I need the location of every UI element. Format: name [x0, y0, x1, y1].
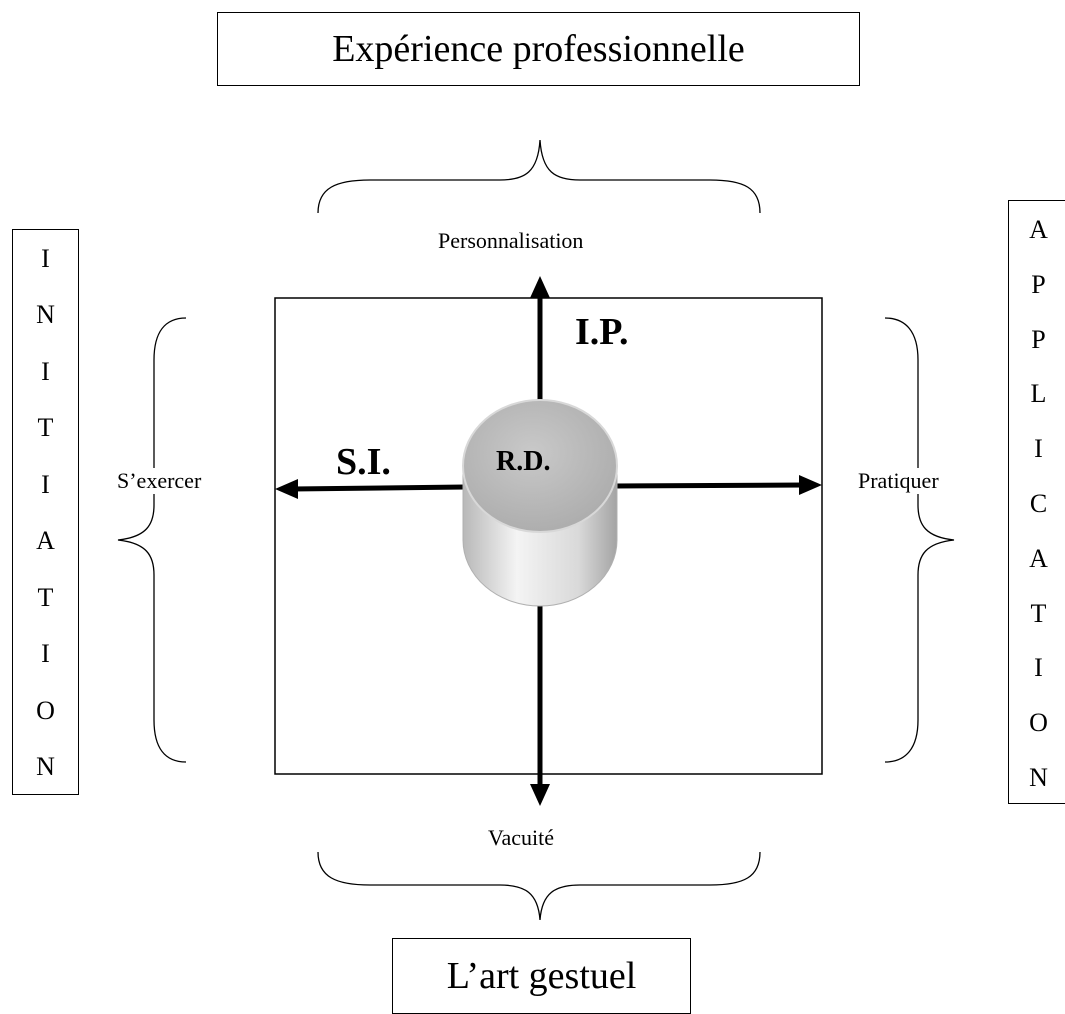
arrow-down-head — [530, 784, 550, 806]
initiation-letter: N — [36, 751, 55, 781]
label-rd: R.D. — [496, 446, 551, 477]
axis-label-left: S’exercer — [117, 468, 202, 494]
initiation-box: I N I T I A T I O N — [12, 229, 79, 795]
arrow-left-head — [275, 479, 298, 499]
application-letter: P — [1031, 324, 1046, 354]
application-letter: I — [1034, 653, 1043, 683]
application-letter: O — [1029, 708, 1048, 738]
right-brace — [884, 317, 955, 763]
initiation-letter: T — [37, 413, 54, 443]
initiation-letter: N — [36, 300, 55, 330]
bottom-brace — [317, 851, 761, 921]
cylinder-shape — [462, 399, 618, 607]
application-letter: N — [1029, 762, 1048, 792]
label-ip: I.P. — [575, 311, 629, 353]
initiation-letter: I — [41, 356, 50, 386]
initiation-letter: I — [41, 244, 50, 273]
application-letter: T — [1030, 598, 1047, 628]
bottom-box-text: L’art gestuel — [446, 955, 637, 997]
arrow-up-head — [530, 276, 550, 298]
left-brace — [117, 317, 187, 763]
top-box-text: Expérience professionnelle — [332, 28, 745, 70]
top-brace — [317, 139, 761, 214]
application-letter: A — [1029, 215, 1048, 244]
application-box: A P P L I C A T I O N — [1008, 200, 1065, 804]
axis-label-right: Pratiquer — [858, 468, 939, 494]
initiation-letter: A — [36, 526, 55, 556]
initiation-letter: I — [41, 639, 50, 669]
application-letter: P — [1031, 269, 1046, 299]
axis-label-top: Personnalisation — [438, 228, 584, 254]
top-box: Expérience professionnelle — [217, 12, 860, 86]
arrow-right — [614, 482, 806, 489]
initiation-letter: I — [41, 469, 50, 499]
axis-label-bottom: Vacuité — [488, 825, 554, 850]
application-letter: A — [1029, 543, 1048, 573]
application-letter: C — [1029, 488, 1048, 518]
arrow-right-head — [799, 475, 822, 495]
bottom-box: L’art gestuel — [392, 938, 691, 1014]
label-si: S.I. — [336, 441, 391, 483]
application-letter: L — [1030, 379, 1047, 409]
initiation-letter: T — [37, 582, 54, 612]
arrow-left — [291, 484, 466, 492]
initiation-letter: O — [36, 695, 55, 725]
application-letter: I — [1034, 434, 1043, 464]
